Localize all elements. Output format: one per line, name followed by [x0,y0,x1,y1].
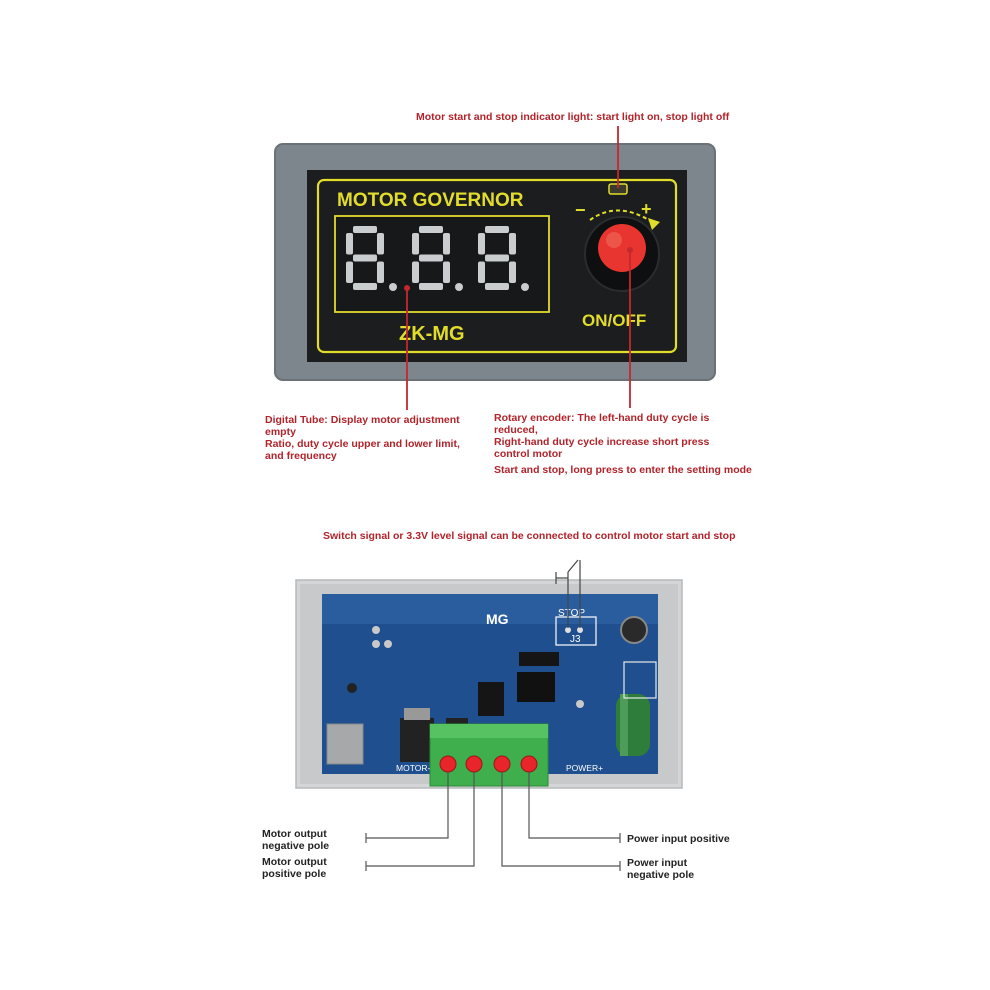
digit-2-segment-b [509,233,516,255]
annotation-encoder: Rotary encoder: The left-hand duty cycle… [494,412,752,476]
digit-1-segment-g [419,254,443,262]
label-motor-positive: Motor output positive pole [262,856,327,880]
annotation-indicator: Motor start and stop indicator light: st… [416,111,730,123]
label-line: positive pole [262,868,327,880]
digit-2-segment-g [485,254,509,262]
mosfet [478,682,504,716]
board-label-mg: MG [486,611,509,627]
stop-outline [555,616,597,646]
usb-port [326,723,364,765]
panel-model: ZK-MG [399,323,465,345]
knob-highlight [606,232,622,248]
annotation-line: control motor [494,448,563,460]
board-label-stop: STOP [558,608,585,619]
digit-1-segment-d [419,283,443,290]
terminal-screw-power-pos [520,755,538,773]
digit-0-segment-a [353,226,377,233]
label-motor-negative: Motor output negative pole [262,828,329,852]
annotation-switch-signal: Switch signal or 3.3V level signal can b… [323,530,736,542]
cap-outline [623,661,657,699]
annotation-line: reduced, [494,424,538,436]
pcb-via [372,640,380,648]
annotation-line: Rotary encoder: The left-hand duty cycle… [494,412,710,424]
panel-title: MOTOR GOVERNOR [337,190,524,211]
digit-2-segment-a [485,226,509,233]
regulator [400,718,434,762]
leader-power-pos [528,772,620,839]
digit-1-decimal-point [455,283,463,291]
digit-0-segment-e [346,261,353,283]
annotation-line: and frequency [265,450,337,462]
switch-label: ON/OFF [582,311,646,330]
knob-minus-icon: − [575,200,586,220]
annotation-line: Right-hand duty cycle increase short pre… [494,436,710,448]
ic-driver [519,652,559,666]
digit-1-segment-b [443,233,450,255]
rotation-arrowhead-icon [648,218,660,230]
digit-1-segment-c [443,261,450,283]
label-line: negative pole [262,840,330,852]
stop-pin [565,627,571,633]
digit-1-segment-a [419,226,443,233]
tube-leader-dot [404,285,410,291]
diode [446,718,468,728]
label-power-positive: Power input positive [627,833,730,845]
pcb-via [347,683,357,693]
annotation-line: Start and stop, long press to enter the … [494,464,752,476]
digit-0-segment-b [377,233,384,255]
annotation-line: Digital Tube: Display motor adjustment [265,414,460,426]
digit-2-segment-f [478,233,485,255]
annotation-line: empty [265,426,296,438]
leader-motor-neg [366,772,449,839]
panel-frame [316,178,678,354]
encoder-leader-dot [627,247,633,253]
label-power-negative: Power input negative pole [627,857,694,881]
terminal-top [430,724,548,738]
digit-2-segment-e [478,261,485,283]
terminal-screw-motor-pos [465,755,483,773]
capacitor-band [620,694,628,756]
knob-plus-icon: + [641,199,652,219]
digit-0-segment-d [353,283,377,290]
digit-2-segment-d [485,283,509,290]
pcb-shade [322,594,658,624]
label-line: Power input [627,857,688,869]
stop-pin [577,627,583,633]
digit-0-segment-g [353,254,377,262]
ic-main [517,672,555,702]
digit-1-segment-e [412,261,419,283]
annotation-digital-tube: Digital Tube: Display motor adjustment e… [265,414,460,462]
digit-0-segment-c [377,261,384,283]
pcb-via [576,700,584,708]
label-line: Motor output [262,828,327,840]
capacitor-small [620,616,648,644]
annotation-line: Ratio, duty cycle upper and lower limit, [265,438,460,450]
rotation-arrow-icon [589,209,653,223]
board-label-power: POWER+ [566,763,603,773]
terminal-screws [439,755,538,773]
digit-0-decimal-point [389,283,397,291]
switch-arm [567,559,579,573]
pcb-via [384,640,392,648]
label-line: negative pole [627,869,695,881]
terminal-screw-motor-neg [439,755,457,773]
board-label-j3: J3 [570,634,581,645]
terminal-screw-power-neg [493,755,511,773]
pcb-via [372,626,380,634]
leader-motor-pos [366,772,475,867]
rotary-encoder-cap [598,224,646,272]
digit-0-segment-f [346,233,353,255]
digit-1-segment-f [412,233,419,255]
label-line: Motor output [262,856,327,868]
seven-segment-digits [346,226,529,291]
digit-2-decimal-point [521,283,529,291]
digit-2-segment-c [509,261,516,283]
regulator-tab [404,708,430,720]
leader-power-neg [501,772,620,867]
board-label-motor: MOTOR- [396,763,430,773]
